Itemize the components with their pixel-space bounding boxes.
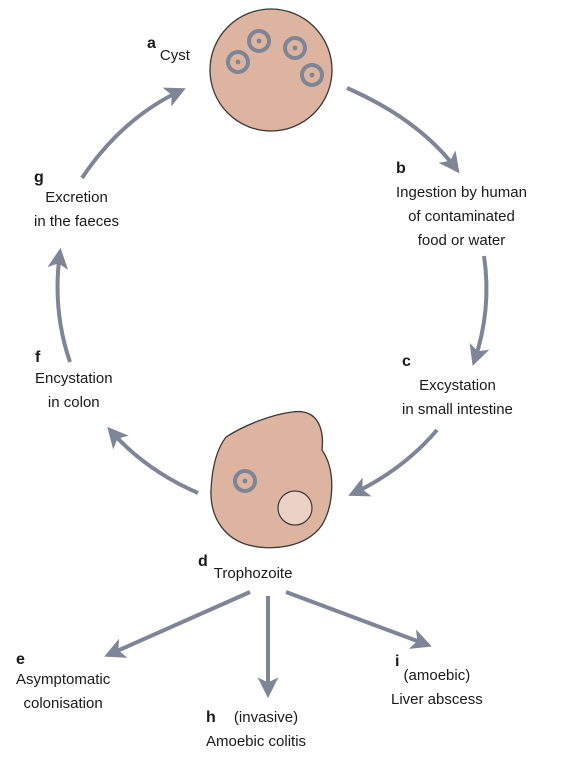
stage-letter: i bbox=[395, 650, 399, 674]
arrow-trophozoite-to-asymptomatic bbox=[108, 592, 250, 655]
stage-i-label: i (amoebic) Liver abscess bbox=[391, 650, 483, 712]
cyst-cell bbox=[210, 9, 332, 131]
food-vacuole bbox=[278, 491, 312, 525]
stage-f-label: f Encystation in colon bbox=[35, 349, 113, 415]
stage-text-line: Encystation bbox=[35, 367, 113, 391]
stage-c-label: c Excystation in small intestine bbox=[402, 350, 513, 422]
stage-text-line: colonisation bbox=[16, 692, 110, 716]
stage-letter: e bbox=[16, 652, 110, 668]
trophozoite-cell bbox=[211, 412, 332, 548]
arrow-trophozoite-to-encystation bbox=[110, 430, 198, 493]
stage-text-line: in the faeces bbox=[34, 210, 119, 234]
stage-text-line: of contaminated bbox=[396, 205, 527, 229]
stage-letter: h bbox=[206, 706, 216, 730]
stage-text-line: in colon bbox=[35, 391, 113, 415]
stage-b-label: b Ingestion by human of contaminated foo… bbox=[396, 157, 527, 253]
stage-letter: b bbox=[396, 157, 527, 181]
cyst-illustration bbox=[210, 9, 332, 131]
stage-letter: d bbox=[198, 553, 208, 570]
stage-text-line: food or water bbox=[396, 229, 527, 253]
trophozoite-illustration bbox=[211, 412, 332, 548]
stage-text-line: Excretion bbox=[34, 186, 119, 210]
arrow-encystation-to-excretion bbox=[58, 252, 70, 362]
stage-text-line: Ingestion by human bbox=[396, 181, 527, 205]
stage-text-line: Excystation bbox=[402, 374, 513, 398]
stage-text-line: (amoebic) bbox=[391, 650, 483, 688]
stage-h-label: h (invasive) Amoebic colitis bbox=[206, 706, 306, 754]
stage-text-line: in small intestine bbox=[402, 398, 513, 422]
stage-letter: a bbox=[147, 35, 156, 52]
stage-letter: c bbox=[402, 350, 513, 374]
arrow-excystation-to-trophozoite bbox=[352, 430, 437, 494]
stage-text-line: Asymptomatic bbox=[16, 668, 110, 692]
stage-text-line: (invasive) bbox=[206, 706, 306, 730]
stage-text-line: Liver abscess bbox=[391, 688, 483, 712]
arrow-ingestion-to-excystation bbox=[474, 256, 486, 362]
stage-e-label: e Asymptomatic colonisation bbox=[16, 652, 110, 716]
arrow-excretion-to-cyst bbox=[82, 90, 182, 178]
arrow-trophozoite-to-liver-abscess bbox=[286, 592, 428, 645]
stage-text-line: Amoebic colitis bbox=[206, 730, 306, 754]
stage-letter: f bbox=[35, 349, 113, 367]
stage-g-label: g Excretion in the faeces bbox=[34, 170, 119, 234]
stage-d-label: dTrophozoite bbox=[198, 550, 292, 574]
stage-text-line: Cyst bbox=[160, 44, 190, 68]
stage-text-line: Trophozoite bbox=[214, 562, 293, 586]
stage-letter: g bbox=[34, 170, 119, 186]
stage-a-label: aCyst bbox=[147, 32, 190, 56]
